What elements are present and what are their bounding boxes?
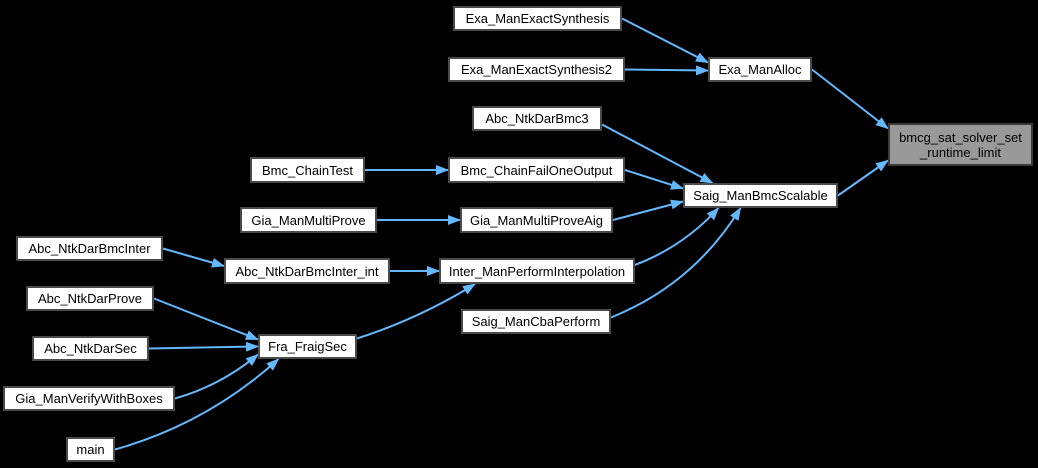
edge-gia-manverifywithboxes-to-fra-fraigsec [174, 353, 259, 400]
node-abc-ntkdarsec[interactable]: Abc_NtkDarSec [32, 336, 149, 361]
node-label: Gia_ManVerifyWithBoxes [15, 391, 163, 406]
node-label: Gia_ManMultiProve [251, 212, 366, 228]
edge-abc-ntkdarbmcinter-to-abc-ntkdarbmcinter-int [162, 247, 225, 268]
node-label: Bmc_ChainTest [261, 162, 354, 178]
node-label: Exa_ManExactSynthesis2 [460, 62, 613, 77]
node-label: main [76, 442, 105, 457]
node-label: Abc_NtkDarBmc3 [485, 111, 589, 126]
node-abc-ntkdarbmcinter-int[interactable]: Abc_NtkDarBmcInter_int [224, 258, 390, 284]
node-abc-ntkdarbmcinter[interactable]: Abc_NtkDarBmcInter [16, 236, 163, 261]
node-fra-fraigsec[interactable]: Fra_FraigSec [258, 334, 357, 359]
node-gia-manmultiproveaig[interactable]: Gia_ManMultiProveAig [460, 207, 613, 233]
node-exa-manexactsynthesis[interactable]: Exa_ManExactSynthesis [453, 6, 622, 31]
node-bmcg-sat-solver-set-runtime-limit: bmcg_sat_solver_set_runtime_limit [888, 123, 1033, 166]
node-exa-manexactsynthesis2[interactable]: Exa_ManExactSynthesis2 [448, 57, 625, 82]
edge-gia-manmultiproveaig-to-saig-manbmcscalable [612, 199, 684, 221]
edge-inter-manperforminterpolation-to-saig-manbmcscalable [634, 207, 720, 266]
edge-exa-manalloc-to-bmcg-sat-solver-set-runtime-limit [811, 68, 889, 130]
node-bmc-chaintest[interactable]: Bmc_ChainTest [250, 157, 365, 183]
node-label: Saig_ManBmcScalable [693, 188, 828, 203]
node-gia-manverifywithboxes[interactable]: Gia_ManVerifyWithBoxes [3, 386, 175, 411]
edge-bmc-chainfailoneoutput-to-saig-manbmcscalable [624, 169, 684, 190]
edge-saig-mancbaperform-to-saig-manbmcscalable [610, 207, 742, 319]
edge-fra-fraigsec-to-inter-manperforminterpolation [356, 283, 476, 340]
node-label: Inter_ManPerformInterpolation [448, 263, 626, 279]
node-abc-ntkdarprove[interactable]: Abc_NtkDarProve [26, 286, 154, 311]
edge-exa-manexactsynthesis-to-exa-manalloc [621, 17, 709, 64]
node-label-line: bmcg_sat_solver_set [899, 129, 1022, 145]
node-saig-mancbaperform[interactable]: Saig_ManCbaPerform [461, 309, 611, 334]
node-inter-manperforminterpolation[interactable]: Inter_ManPerformInterpolation [439, 258, 635, 284]
edge-abc-ntkdarprove-to-fra-fraigsec [153, 297, 259, 341]
node-label: Exa_ManExactSynthesis [465, 11, 610, 26]
node-abc-ntkdarbmc3[interactable]: Abc_NtkDarBmc3 [472, 106, 602, 131]
node-label: Abc_NtkDarBmcInter [28, 241, 151, 256]
node-main[interactable]: main [66, 437, 115, 462]
node-label: Abc_NtkDarProve [37, 291, 143, 306]
node-gia-manmultiprove[interactable]: Gia_ManMultiProve [240, 207, 377, 233]
node-label: Abc_NtkDarSec [44, 341, 137, 356]
edge-abc-ntkdarbmc3-to-saig-manbmcscalable [601, 123, 714, 184]
node-label: Gia_ManMultiProveAig [470, 212, 603, 228]
edge-abc-ntkdarsec-to-fra-fraigsec [148, 341, 259, 352]
node-label: Bmc_ChainFailOneOutput [460, 162, 613, 178]
edge-main-to-fra-fraigsec [114, 358, 280, 451]
edge-exa-manexactsynthesis2-to-exa-manalloc [624, 65, 709, 76]
node-exa-manalloc[interactable]: Exa_ManAlloc [708, 57, 812, 82]
node-label: Fra_FraigSec [268, 339, 347, 354]
node-label-line: _runtime_limit [920, 144, 1001, 160]
node-saig-manbmcscalable[interactable]: Saig_ManBmcScalable [683, 183, 838, 208]
edge-saig-manbmcscalable-to-bmcg-sat-solver-set-runtime-limit [837, 159, 889, 197]
node-bmc-chainfailoneoutput[interactable]: Bmc_ChainFailOneOutput [448, 157, 625, 183]
node-label: Saig_ManCbaPerform [471, 314, 601, 329]
node-label: Exa_ManAlloc [718, 62, 802, 77]
node-label: Abc_NtkDarBmcInter_int [235, 263, 379, 279]
